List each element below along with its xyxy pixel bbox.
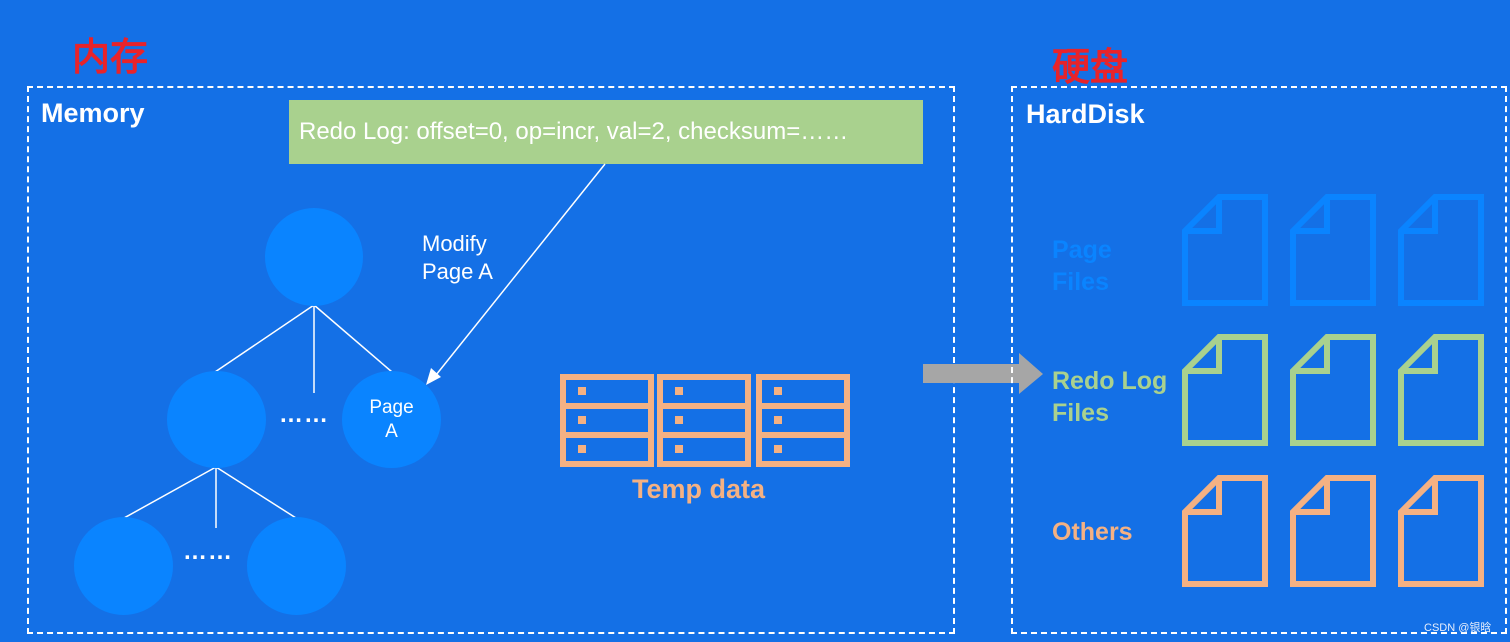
tree-edge	[123, 466, 217, 519]
file-icon	[1182, 334, 1268, 446]
page-files-label-line2: Files	[1052, 268, 1109, 296]
page-files-label: Page Files	[1052, 234, 1112, 298]
temp-data-label: Temp data	[632, 474, 766, 504]
credit-text: CSDN @银晗	[1424, 622, 1492, 634]
file-icon	[1290, 475, 1376, 587]
page-a-label-line2: A	[385, 420, 398, 442]
tree-edge	[215, 466, 297, 519]
memory-panel	[27, 86, 955, 634]
file-icon	[1182, 475, 1268, 587]
tree-edge	[313, 304, 393, 373]
page-a-label-line1: Page	[369, 396, 414, 418]
file-icon	[1290, 334, 1376, 446]
tree-leaf-node	[74, 517, 173, 615]
harddisk-label: HardDisk	[1026, 99, 1145, 129]
memory-cn-title: 内存	[72, 35, 149, 79]
database-icon	[560, 374, 654, 467]
tree-node	[167, 371, 266, 468]
file-icon	[1398, 475, 1484, 587]
database-icon	[756, 374, 850, 467]
redo-log-files-label: Redo Log Files	[1052, 365, 1167, 429]
file-icon-grid	[1182, 194, 1484, 587]
ellipsis: ……	[279, 401, 329, 428]
others-label-line1: Others	[1052, 518, 1133, 546]
page-a-node: Page A	[342, 371, 441, 468]
tree-root-node	[265, 208, 363, 306]
file-icon	[1182, 194, 1268, 306]
others-label: Others	[1052, 516, 1133, 548]
page-files-label-line1: Page	[1052, 236, 1112, 264]
memory-label: Memory	[41, 98, 145, 128]
modify-label-line1: Modify	[422, 231, 487, 256]
database-icon	[657, 374, 751, 467]
modify-arrow-line	[431, 163, 606, 381]
modify-label: Modify Page A	[422, 230, 493, 286]
redo-log-files-label-line1: Redo Log	[1052, 367, 1168, 395]
harddisk-panel	[1011, 86, 1507, 634]
tree-edge	[214, 304, 315, 373]
ellipsis: ……	[183, 538, 233, 565]
modify-arrow-head	[426, 368, 441, 385]
flush-arrow	[923, 353, 1043, 394]
file-icon	[1398, 194, 1484, 306]
database-leds	[578, 387, 782, 453]
redo-log-entry: Redo Log: offset=0, op=incr, val=2, chec…	[289, 100, 923, 164]
disk-cn-title: 硬盘	[1052, 45, 1129, 89]
modify-label-line2: Page A	[422, 259, 493, 284]
file-icon	[1290, 194, 1376, 306]
file-icon	[1398, 334, 1484, 446]
tree-leaf-node	[247, 517, 346, 615]
redo-log-files-label-line2: Files	[1052, 399, 1109, 427]
